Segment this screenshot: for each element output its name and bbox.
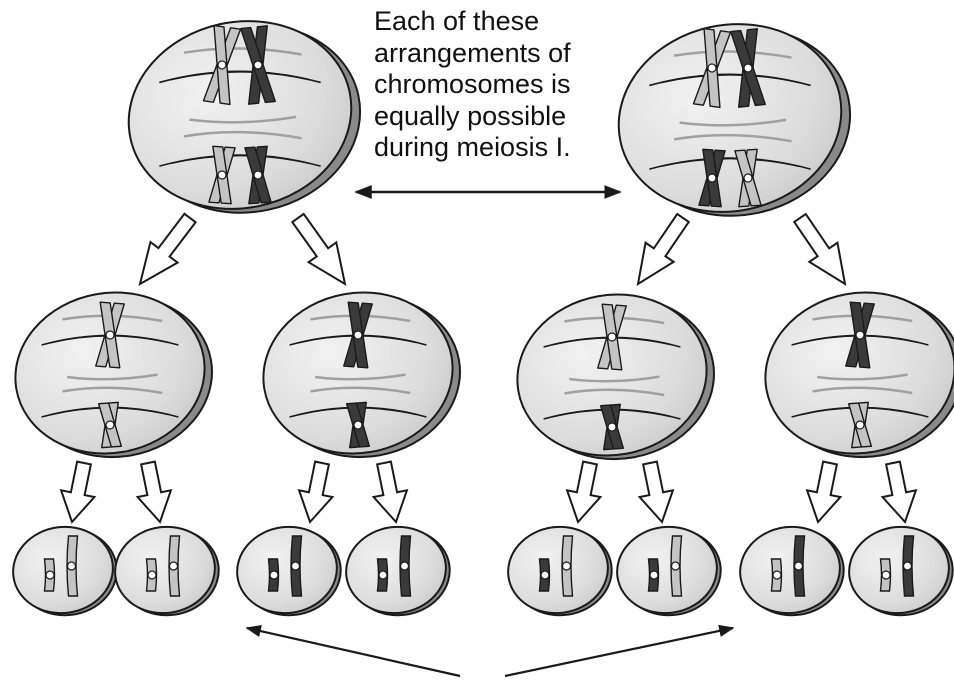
hollow-down-arrow-icon xyxy=(561,460,606,526)
gamete-7 xyxy=(735,520,850,622)
centromere xyxy=(292,562,300,570)
cell-membrane xyxy=(110,520,221,619)
centromere xyxy=(379,571,387,579)
arrow-body xyxy=(801,460,846,526)
caption-line-2: arrangements of xyxy=(374,38,614,70)
hollow-down-arrow-icon xyxy=(367,460,412,526)
caption-line-4: equally possible xyxy=(374,101,614,133)
pointer-arrow-icon xyxy=(505,628,733,676)
centromere xyxy=(354,421,363,430)
centromere xyxy=(608,333,617,342)
centromere xyxy=(744,174,753,183)
centromere xyxy=(148,571,156,579)
gamete-5 xyxy=(503,520,618,622)
arrow-body xyxy=(126,208,203,295)
cell-membrane xyxy=(612,520,723,619)
hollow-down-arrow-icon xyxy=(633,460,678,526)
centromere xyxy=(354,331,363,340)
cell-membrane xyxy=(111,1,369,230)
pointer-arrow-icon xyxy=(247,628,460,676)
hollow-down-arrow-icon xyxy=(126,208,203,295)
centromere xyxy=(270,571,278,579)
cell-membrane xyxy=(735,520,846,619)
gamete-8 xyxy=(844,520,954,622)
arrow-body xyxy=(561,460,606,526)
cell-membrane xyxy=(503,520,614,619)
centromere xyxy=(217,60,226,69)
cell-membrane xyxy=(232,520,343,619)
centromere xyxy=(707,63,716,72)
caption-line-1: Each of these xyxy=(374,6,614,38)
centromere xyxy=(106,331,115,340)
gamete-3 xyxy=(232,520,347,622)
arrangement-caption: Each of these arrangements of chromosome… xyxy=(374,6,614,164)
hollow-down-arrow-icon xyxy=(293,460,338,526)
centromere xyxy=(773,571,781,579)
hollow-down-arrow-icon xyxy=(131,460,176,526)
centromere xyxy=(170,562,178,570)
arrow-body xyxy=(633,460,678,526)
centromere xyxy=(46,571,54,579)
centromere xyxy=(795,562,803,570)
cell-membrane xyxy=(341,520,452,619)
arrow-body xyxy=(624,208,697,293)
arrow-body xyxy=(55,460,100,526)
caption-line-5: during meiosis I. xyxy=(374,132,614,164)
centromere xyxy=(744,64,753,73)
arrow-body xyxy=(131,460,176,526)
hollow-down-arrow-icon xyxy=(284,208,359,294)
arrow-body xyxy=(284,208,359,294)
caption-line-3: chromosomes is xyxy=(374,69,614,101)
gamete-6 xyxy=(612,520,727,622)
centromere xyxy=(672,562,680,570)
gamete-1 xyxy=(8,520,123,622)
hollow-down-arrow-icon xyxy=(55,460,100,526)
arrow-body xyxy=(876,460,921,526)
centromere xyxy=(218,171,227,180)
cell-membrane xyxy=(8,520,119,619)
centromere xyxy=(254,171,263,180)
centromere xyxy=(401,562,409,570)
centromere xyxy=(541,571,549,579)
hollow-down-arrow-icon xyxy=(876,460,921,526)
centromere xyxy=(68,562,76,570)
centromere xyxy=(882,571,890,579)
gamete-2 xyxy=(110,520,225,622)
centromere xyxy=(650,571,658,579)
arrow-body xyxy=(367,460,412,526)
hollow-down-arrow-icon xyxy=(801,460,846,526)
centromere xyxy=(856,331,865,340)
centromere xyxy=(608,423,617,432)
centromere xyxy=(106,421,115,430)
gamete-4 xyxy=(341,520,456,622)
centromere xyxy=(856,421,865,430)
cell-membrane xyxy=(844,520,954,619)
centromere xyxy=(708,174,717,183)
cell-membrane xyxy=(601,4,859,233)
arrow-body xyxy=(293,460,338,526)
arrow-body xyxy=(786,208,859,293)
centromere xyxy=(254,61,263,70)
centromere xyxy=(904,562,912,570)
centromere xyxy=(563,562,571,570)
hollow-down-arrow-icon xyxy=(786,208,859,293)
hollow-down-arrow-icon xyxy=(624,208,697,293)
